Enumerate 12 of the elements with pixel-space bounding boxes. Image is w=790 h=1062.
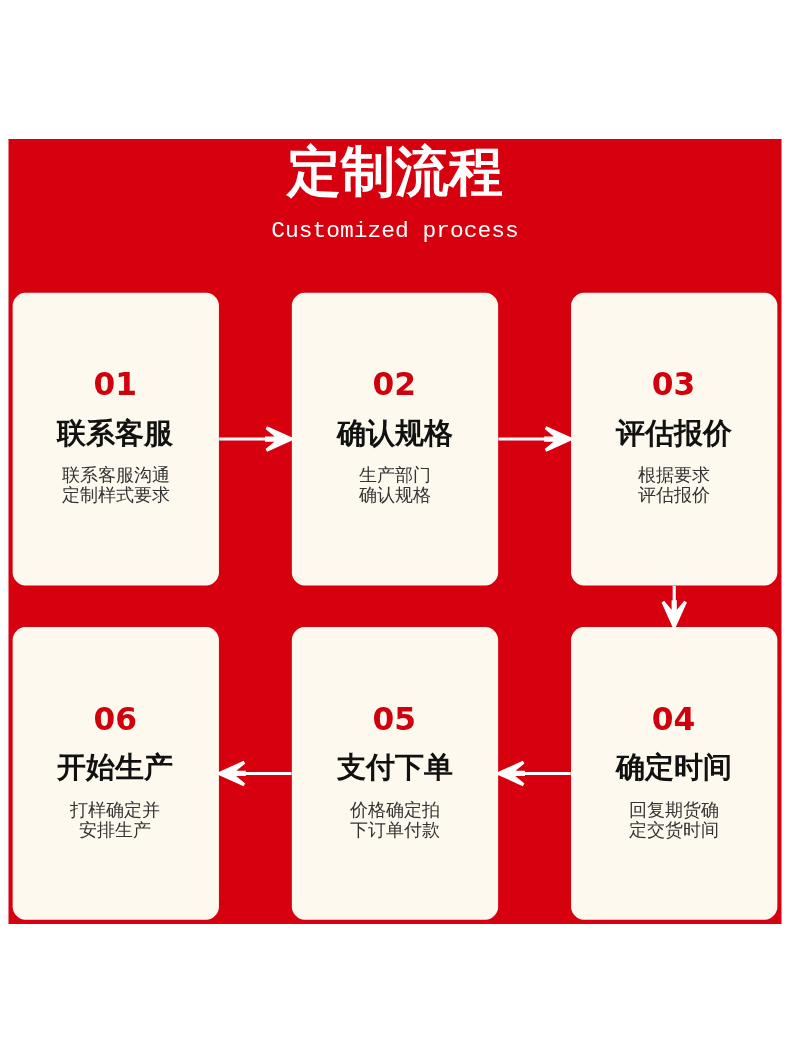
diagram-title: 定制流程 bbox=[286, 139, 503, 203]
node-box: 02 确认规格 生产部门确认规格 bbox=[291, 292, 499, 585]
arrow bbox=[496, 760, 571, 786]
node-box: 03 评估报价 根据要求评估报价 bbox=[571, 292, 778, 585]
node-box: 06 开始生产 打样确定并安排生产 bbox=[12, 626, 219, 920]
label: Customized process bbox=[271, 217, 519, 244]
node-box: 05 支付下单 价格确定拍下订单付款 bbox=[291, 626, 499, 920]
arrow bbox=[498, 425, 573, 452]
node-box: 04 确定时间 回复期货确定交货时间 bbox=[571, 626, 778, 920]
node-box: 01 联系客服 联系客服沟通定制样式要求 bbox=[12, 292, 219, 585]
arrow bbox=[219, 425, 294, 452]
arrow bbox=[217, 760, 292, 786]
